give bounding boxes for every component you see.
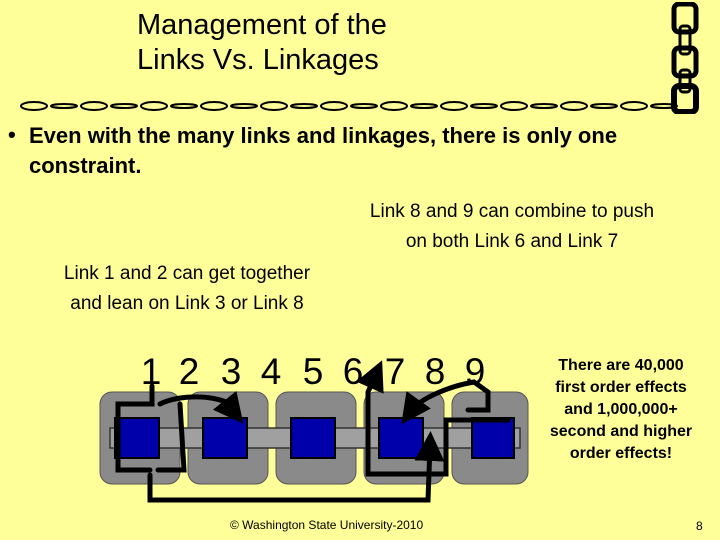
link-block-2 bbox=[203, 418, 247, 458]
link-number-2: 2 bbox=[174, 352, 204, 392]
effects-line-4: second and higher bbox=[532, 421, 710, 443]
link-number-3: 3 bbox=[216, 352, 246, 392]
link-block-5 bbox=[472, 418, 514, 458]
link-number-8: 8 bbox=[420, 352, 450, 392]
page-number: 8 bbox=[696, 518, 703, 534]
effects-note: There are 40,000 first order effects and… bbox=[532, 355, 710, 465]
effects-line-2: first order effects bbox=[532, 377, 710, 399]
link-number-7: 7 bbox=[380, 352, 410, 392]
link-block-3 bbox=[291, 418, 335, 458]
effects-line-1: There are 40,000 bbox=[532, 355, 710, 377]
link-block-4 bbox=[379, 418, 423, 458]
copyright-footer: © Washington State University-2010 bbox=[230, 517, 423, 533]
link-number-9: 9 bbox=[460, 352, 490, 392]
link-number-6: 6 bbox=[338, 352, 368, 392]
link-block-1 bbox=[115, 418, 159, 458]
effects-line-5: order effects! bbox=[532, 443, 710, 465]
effects-line-3: and 1,000,000+ bbox=[532, 399, 710, 421]
link-number-5: 5 bbox=[298, 352, 328, 392]
link-number-1: 1 bbox=[136, 352, 166, 392]
link-number-4: 4 bbox=[256, 352, 286, 392]
